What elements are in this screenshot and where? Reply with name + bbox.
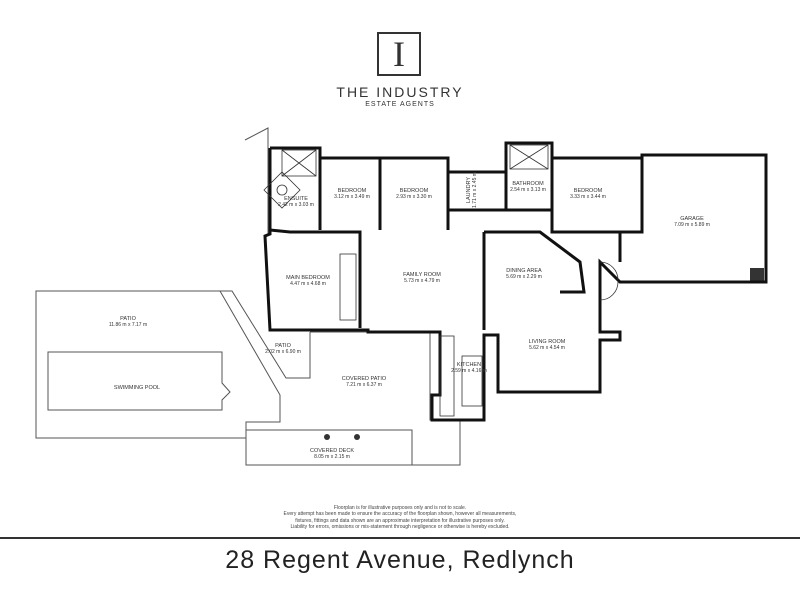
ensuite-wall	[269, 228, 362, 240]
side-path-outline	[244, 127, 269, 236]
room-dims-dining-area: 5.69 m x 2.29 m	[506, 274, 542, 280]
room-name-covered-patio: COVERED PATIO	[342, 376, 387, 382]
vanity-basin	[276, 184, 288, 196]
room-dims-laundry: 1.71 m x 2.45 m	[472, 172, 478, 208]
disclaimer-line: fixtures, fittings and data shown are an…	[295, 517, 505, 524]
bedroom-lower-wall	[550, 210, 622, 262]
room-dims-bedroom-1: 3.12 m x 3.49 m	[334, 194, 370, 200]
room-name-covered-deck: COVERED DECK	[310, 448, 354, 454]
room-dims-bathroom: 2.54 m x 3.13 m	[510, 187, 546, 193]
room-dims-patio: 11.86 m x 7.17 m	[109, 322, 147, 328]
room-dims-kitchen: 2.59 m x 4.16 m	[451, 368, 487, 374]
room-name-side-patio: PATIO	[275, 343, 291, 349]
property-address: 28 Regent Avenue, Redlynch	[225, 546, 575, 574]
agency-subtitle: ESTATE AGENTS	[365, 101, 435, 108]
room-name-dining-area: DINING AREA	[506, 268, 542, 274]
covered-deck-outline	[246, 429, 413, 465]
pool-outline	[47, 351, 231, 411]
room-dims-bedroom-2: 2.93 m x 3.30 m	[396, 194, 432, 200]
room-name-laundry: LAUNDRY	[466, 177, 472, 204]
room-name-bathroom: BATHROOM	[512, 181, 544, 187]
room-dims-side-patio: 2.02 m x 6.90 m	[265, 349, 301, 355]
deck-post	[324, 434, 330, 440]
agency-logo: I THE INDUSTRY ESTATE AGENTS	[0, 0, 800, 115]
disclaimer-line: Liability for errors, omissions or mis-s…	[290, 523, 510, 530]
garage-fixture	[750, 268, 764, 282]
room-dims-bedroom-3: 3.33 m x 3.44 m	[570, 194, 606, 200]
agency-name: THE INDUSTRY	[336, 84, 464, 100]
room-name-bedroom-2: BEDROOM	[400, 188, 429, 194]
door-swing	[599, 261, 619, 281]
house-outer-wall	[263, 141, 768, 422]
laundry-wall	[448, 172, 508, 212]
room-name-family-room: FAMILY ROOM	[403, 272, 441, 278]
disclaimer: Floorplan is for illustrative purposes o…	[200, 505, 600, 530]
room-name-bedroom-1: BEDROOM	[338, 188, 367, 194]
shower-box	[509, 144, 549, 170]
room-name-patio: PATIO	[120, 316, 136, 322]
room-name-swimming-pool: SWIMMING POOL	[114, 385, 160, 391]
corner-bath	[263, 171, 301, 209]
dining-wall	[484, 230, 586, 294]
side-patio-outline	[220, 290, 311, 379]
wardrobe	[339, 253, 357, 321]
room-dims-ensuite: 2.42 m x 3.03 m	[278, 202, 314, 208]
logo-emblem: I	[377, 32, 421, 76]
room-name-main-bedroom: MAIN BEDROOM	[286, 275, 330, 281]
bedroom-divider-wall	[318, 158, 450, 230]
kitchen-bench	[439, 335, 455, 417]
room-name-living-room: LIVING ROOM	[529, 339, 566, 345]
room-dims-garage: 7.09 m x 5.89 m	[674, 222, 710, 228]
room-name-kitchen: KITCHEN	[457, 362, 481, 368]
door-swing	[599, 281, 619, 301]
room-dims-covered-patio: 7.21 m x 6.37 m	[346, 382, 382, 388]
patio-outline	[35, 290, 281, 439]
room-name-bedroom-3: BEDROOM	[574, 188, 603, 194]
disclaimer-line: Floorplan is for illustrative purposes o…	[333, 505, 467, 511]
logo-letter: I	[393, 34, 405, 74]
room-dims-living-room: 5.62 m x 4.54 m	[529, 345, 565, 351]
room-dims-main-bedroom: 4.47 m x 4.68 m	[290, 281, 326, 287]
disclaimer-line: Every attempt has been made to ensure th…	[283, 511, 517, 518]
garage-wall	[620, 158, 644, 234]
divider	[0, 537, 800, 539]
room-name-ensuite: ENSUITE	[284, 196, 308, 202]
room-dims-covered-deck: 8.05 m x 2.15 m	[314, 454, 350, 460]
shower-box	[281, 149, 317, 177]
room-name-garage: GARAGE	[680, 216, 704, 222]
kitchen-island	[461, 355, 483, 407]
deck-post	[354, 434, 360, 440]
room-dims-family-room: 5.73 m x 4.79 m	[404, 278, 440, 284]
